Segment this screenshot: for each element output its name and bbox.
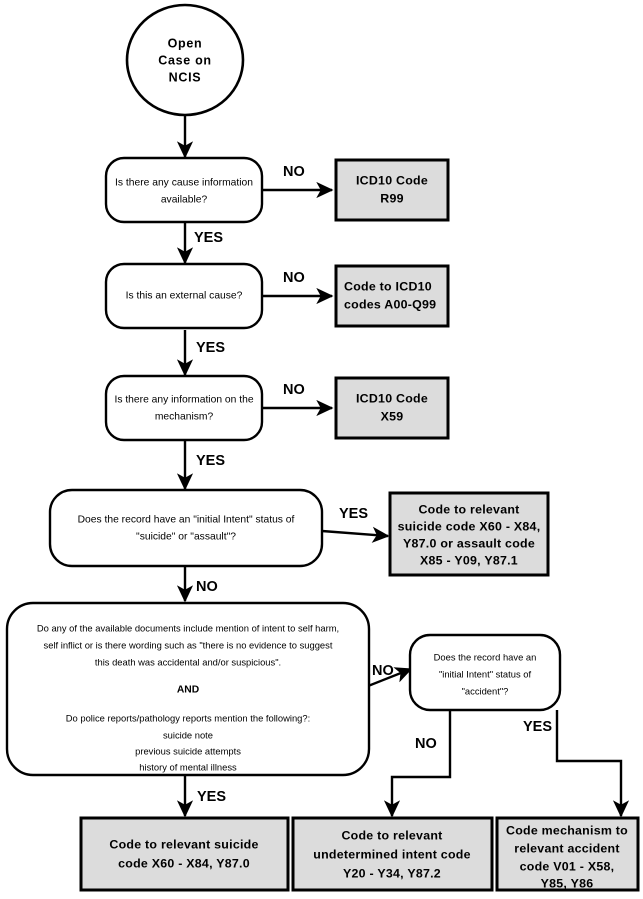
node-d4-line-1: Does the record have an "initial Intent"…	[78, 515, 295, 526]
node-decision-cause-info[interactable]: Is there any cause information available…	[104, 156, 264, 224]
node-result-accident-code[interactable]: Code mechanism to relevant accident code…	[495, 816, 640, 892]
node-d6-line-1: Does the record have an	[434, 651, 537, 662]
node-r5-line-1: Code to relevant suicide	[109, 837, 258, 851]
node-r4-line-2: suicide code X60 - X84,	[398, 519, 541, 533]
node-d6-line-2: "initial Intent" status of	[439, 668, 532, 679]
node-result-undetermined-intent-code[interactable]: Code to relevant undetermined intent cod…	[291, 816, 494, 892]
edge-label-d1-yes: YES	[194, 230, 223, 246]
node-r4-line-1: Code to relevant	[418, 502, 519, 516]
node-d1-line-2: available?	[161, 195, 208, 206]
node-d2-line-1: Is this an external cause?	[126, 291, 243, 302]
node-r5-line-2: code X60 - X84, Y87.0	[118, 856, 250, 870]
edge-label-d6-yes: YES	[523, 719, 552, 735]
node-r6-line-1: Code to relevant	[341, 828, 442, 842]
node-d5-bottom-line-1: Do police reports/pathology reports ment…	[66, 712, 310, 723]
edge-label-d1-no: NO	[283, 164, 305, 180]
node-d4-line-2: "suicide" or "assault"?	[136, 532, 236, 543]
connectors	[176, 112, 630, 818]
node-decision-documents-intent-criteria[interactable]: Do any of the available documents includ…	[5, 601, 371, 777]
node-decision-initial-intent-accident[interactable]: Does the record have an "initial Intent"…	[408, 633, 562, 712]
node-r7-line-1: Code mechanism to	[506, 823, 628, 837]
edge-d4-yes-to-r4	[321, 526, 390, 543]
node-d5-conjunction: AND	[177, 685, 199, 696]
edge-label-d5-no: NO	[372, 663, 394, 679]
node-d5-bottom-line-4: history of mental illness	[139, 761, 237, 772]
node-d3-line-1: Is there any information on the	[114, 395, 253, 406]
node-d5-top-line-1: Do any of the available documents includ…	[37, 622, 339, 633]
node-start[interactable]: Open Case on NCIS	[125, 3, 245, 117]
node-r7-line-4: Y85, Y86	[541, 876, 594, 890]
node-r2-line-1: Code to ICD10	[344, 279, 432, 293]
edge-label-d4-no: NO	[196, 579, 218, 595]
node-d3-line-2: mechanism?	[155, 412, 214, 423]
node-result-icd10-r99[interactable]: ICD10 Code R99	[334, 158, 450, 222]
node-d6-line-3: "accident"?	[462, 685, 509, 696]
node-r6-line-2: undetermined intent code	[313, 847, 470, 861]
edge-label-d3-no: NO	[283, 382, 305, 398]
edge-label-d5-yes: YES	[197, 789, 226, 805]
node-r7-line-2: relevant accident	[514, 841, 620, 855]
node-result-suicide-or-assault-code[interactable]: Code to relevant suicide code X60 - X84,…	[388, 491, 550, 577]
edge-label-d6-no: NO	[415, 736, 437, 752]
edge-labels: NO YES NO YES NO YES YES NO NO YES NO YE…	[194, 164, 552, 805]
node-d5-bottom-line-2: suicide note	[163, 729, 213, 740]
edge-label-d3-yes: YES	[196, 453, 225, 469]
node-start-line-2: Case on	[158, 53, 212, 67]
node-result-icd10-a00-q99[interactable]: Code to ICD10 codes A00-Q99	[334, 264, 450, 328]
node-r1-line-2: R99	[380, 191, 403, 205]
node-r2-line-2: codes A00-Q99	[344, 297, 436, 311]
node-r4-line-4: X85 - Y09, Y87.1	[420, 553, 518, 567]
node-r3-line-2: X59	[381, 409, 404, 423]
node-r1-line-1: ICD10 Code	[356, 173, 428, 187]
edge-d5-no-to-d6	[362, 667, 413, 690]
node-r4-line-3: Y87.0 or assault code	[403, 536, 535, 550]
edge-label-d4-yes: YES	[339, 506, 368, 522]
node-d1-line-1: Is there any cause information	[115, 178, 253, 189]
node-r7-line-3: code V01 - X58,	[520, 859, 615, 873]
node-d5-bottom-line-3: previous suicide attempts	[135, 745, 241, 756]
node-decision-initial-intent-suicide-assault[interactable]: Does the record have an "initial Intent"…	[48, 488, 324, 568]
edge-d6-no-to-r6	[383, 710, 452, 818]
node-d5-top-line-2: self inflict or is there wording such as…	[44, 639, 333, 650]
edge-label-d2-yes: YES	[196, 340, 225, 356]
edge-label-d2-no: NO	[283, 270, 305, 286]
node-d5-top-line-3: this death was accidental and/or suspici…	[95, 656, 281, 667]
node-start-line-1: Open	[168, 36, 203, 50]
node-result-suicide-code[interactable]: Code to relevant suicide code X60 - X84,…	[79, 816, 290, 892]
node-decision-external-cause[interactable]: Is this an external cause?	[104, 262, 264, 330]
node-r3-line-1: ICD10 Code	[356, 391, 428, 405]
node-result-icd10-x59[interactable]: ICD10 Code X59	[334, 376, 450, 440]
node-decision-mechanism-info[interactable]: Is there any information on the mechanis…	[104, 374, 264, 442]
node-start-line-3: NCIS	[169, 70, 202, 84]
node-r6-line-3: Y20 - Y34, Y87.2	[343, 866, 441, 880]
edge-d6-yes-to-r7	[555, 710, 630, 818]
